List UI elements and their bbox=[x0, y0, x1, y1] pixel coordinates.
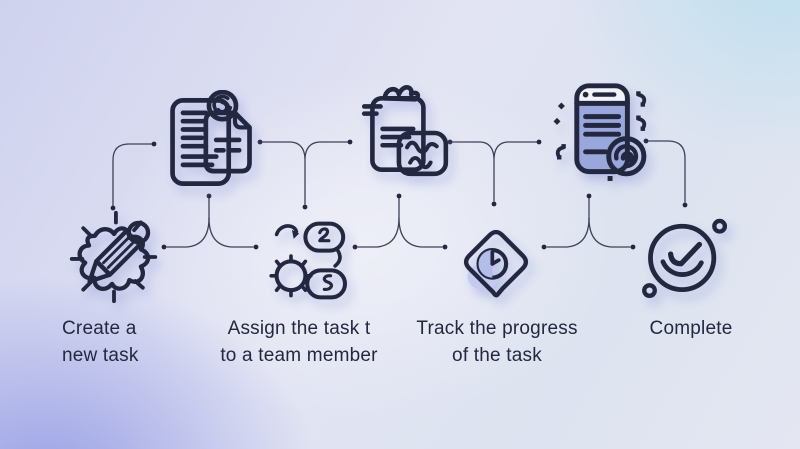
check-circle-icon bbox=[642, 218, 728, 298]
phone-sync-icon bbox=[553, 83, 647, 181]
document-image-icon bbox=[361, 85, 449, 177]
step-label-line: Create a bbox=[62, 318, 137, 339]
step-label-complete: Complete bbox=[650, 315, 733, 342]
clock-tag-icon bbox=[463, 229, 529, 298]
step-label-assign: Assign the task t to a team member bbox=[220, 315, 377, 369]
step-label-line: Assign the task t bbox=[227, 318, 371, 339]
connector-endpoint-dots bbox=[110, 138, 688, 250]
step-label-line: Complete bbox=[649, 318, 733, 339]
step-label-line: to a team member bbox=[220, 345, 378, 366]
step-label-line: new task bbox=[62, 345, 139, 366]
step-label-line: of the task bbox=[452, 345, 542, 366]
sync-arrow-decorations bbox=[553, 91, 647, 181]
gear-chat-icon bbox=[269, 221, 348, 300]
step-label-track: Track the progress of the task bbox=[416, 315, 577, 369]
notes-documents-icon bbox=[170, 90, 252, 186]
pencil-scribble-icon bbox=[69, 210, 158, 304]
step-label-line: Track the progress bbox=[416, 318, 578, 339]
step-label-create: Create a new task bbox=[62, 315, 139, 369]
